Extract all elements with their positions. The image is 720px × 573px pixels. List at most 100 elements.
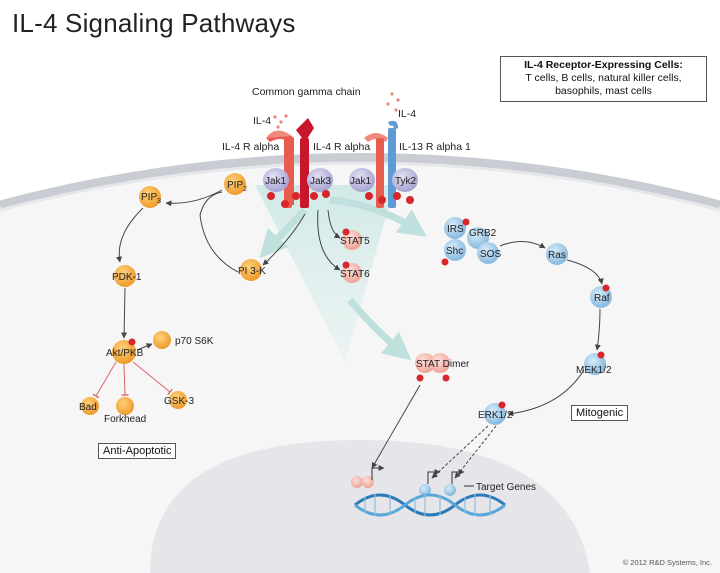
phospho-groups [128, 190, 610, 409]
label-il13r-alpha1: IL-13 R alpha 1 [399, 141, 471, 153]
cell-membrane [0, 157, 720, 573]
pdk1-node [114, 265, 136, 287]
label-akt: Akt/PKB [106, 348, 144, 359]
il4-ligand-dots [273, 92, 400, 129]
akt-node [112, 340, 136, 364]
label-raf: Raf [594, 293, 610, 304]
edge-mek-erk [507, 369, 585, 417]
cone-arrow-right [329, 196, 427, 237]
label-mek: MEK1/2 [576, 365, 612, 376]
label-sos: SOS [480, 249, 501, 260]
page-title: IL-4 Signaling Pathways [12, 8, 296, 38]
erk-target-a [419, 484, 431, 496]
transcription-arrows [371, 465, 465, 484]
pi3k-node [240, 259, 262, 281]
label-target-genes: Target Genes [476, 482, 536, 493]
edge-pi3k-pip2 [199, 191, 239, 273]
edge-pdk1-akt [121, 287, 128, 339]
receptor-common-gamma-chain [296, 118, 314, 208]
nucleus [150, 440, 590, 573]
label-stat-dimer: STAT Dimer [416, 359, 470, 370]
label-jak3: Jak3 [310, 176, 332, 187]
label-pip2: PIP2 [227, 180, 247, 193]
label-erk: ERK1/2 [478, 410, 513, 421]
label-pip3: PIP3 [141, 192, 161, 205]
label-grb2: GRB2 [469, 228, 497, 239]
erk-target-b [444, 484, 456, 496]
erk-node [484, 403, 506, 425]
cone-arrow-left [259, 207, 308, 259]
label-pdk1: PDK-1 [112, 272, 142, 283]
edge-dimer-dna [371, 384, 421, 469]
edge-cone-stat6 [317, 209, 341, 271]
receptor-il4r-alpha-1 [266, 130, 294, 208]
jak1-node-b [349, 168, 375, 192]
label-forkhead: Forkhead [104, 414, 146, 425]
jak1-node-a [263, 168, 289, 192]
label-irs: IRS [447, 224, 464, 235]
edge-raf-mek [594, 308, 601, 351]
edge-pip2-pip3 [165, 189, 223, 207]
label-bad: Bad [79, 402, 97, 413]
edge-akt-forkhead [121, 363, 129, 396]
receptor-il4r-alpha-2 [364, 133, 388, 208]
pip2-node [224, 173, 246, 195]
mek-node [584, 353, 606, 375]
raf-node [590, 286, 612, 308]
cell-membrane-inner [0, 161, 720, 212]
stat-target-b [362, 476, 374, 488]
label-stat6: STAT6 [340, 269, 370, 280]
shc-node [444, 239, 466, 261]
label-common-gamma-chain: Common gamma chain [252, 86, 361, 98]
edge-erk-dna-a [431, 425, 489, 479]
pip3-node [139, 186, 161, 208]
edge-cone-stat5 [327, 209, 341, 239]
label-il4r-alpha-2: IL-4 R alpha [313, 141, 370, 153]
cone-arrow-down [347, 297, 412, 361]
edge-akt-p70 [136, 343, 153, 351]
stat-target-a [351, 476, 363, 488]
dna-helix [354, 493, 506, 517]
mitogenic-box: Mitogenic [571, 405, 629, 421]
label-tyk2: Tyk2 [395, 176, 417, 187]
gsk3-node [169, 391, 187, 409]
edge-ras-raf [566, 259, 604, 285]
label-shc: Shc [446, 246, 463, 257]
diagram-labels: Common gamma chain IL-4 IL-4 IL-4 R alph… [79, 86, 612, 493]
edge-akt-gsk3 [132, 361, 173, 396]
cell-types-heading: IL-4 Receptor-Expressing Cells: [524, 59, 683, 71]
label-il4-left: IL-4 [253, 115, 271, 127]
bad-node [81, 397, 99, 415]
edge-akt-bad [92, 361, 117, 399]
cell-types-line-2: basophils, mast cells [555, 85, 652, 97]
label-gsk3: GSK-3 [164, 396, 194, 407]
stat-dimer-node-a [415, 353, 435, 373]
forkhead-node [116, 397, 134, 415]
label-jak1-b: Jak1 [350, 176, 372, 187]
ras-node [546, 243, 568, 265]
irs-node [444, 217, 466, 239]
label-p70s6k: p70 S6K [175, 336, 214, 347]
edge-sos-ras [499, 241, 546, 249]
label-il4-right: IL-4 [398, 108, 416, 120]
label-stat5: STAT5 [340, 236, 370, 247]
label-ras: Ras [548, 250, 566, 261]
label-jak1-a: Jak1 [265, 176, 287, 187]
label-pi3k: PI 3-K [238, 266, 266, 277]
cell-membrane-edge [0, 153, 720, 210]
edge-cone-pi3k [262, 213, 306, 266]
label-il4r-alpha-1: IL-4 R alpha [222, 141, 279, 153]
p70s6k-node [153, 331, 171, 349]
receptor-il13r-alpha1 [388, 120, 398, 208]
edge-pip3-pdk1 [116, 207, 144, 263]
cell-types-box: IL-4 Receptor-Expressing Cells: T cells,… [500, 56, 707, 102]
cell-types-line-1: T cells, B cells, natural killer cells, [525, 72, 682, 84]
anti-apoptotic-box: Anti-Apoptotic [98, 443, 177, 459]
stat-dimer-node-b [430, 353, 450, 373]
copyright-notice: © 2012 R&D Systems, Inc. [622, 558, 712, 567]
sos-node [477, 242, 499, 264]
tyk2-node [392, 168, 418, 192]
jak3-node [307, 168, 333, 192]
